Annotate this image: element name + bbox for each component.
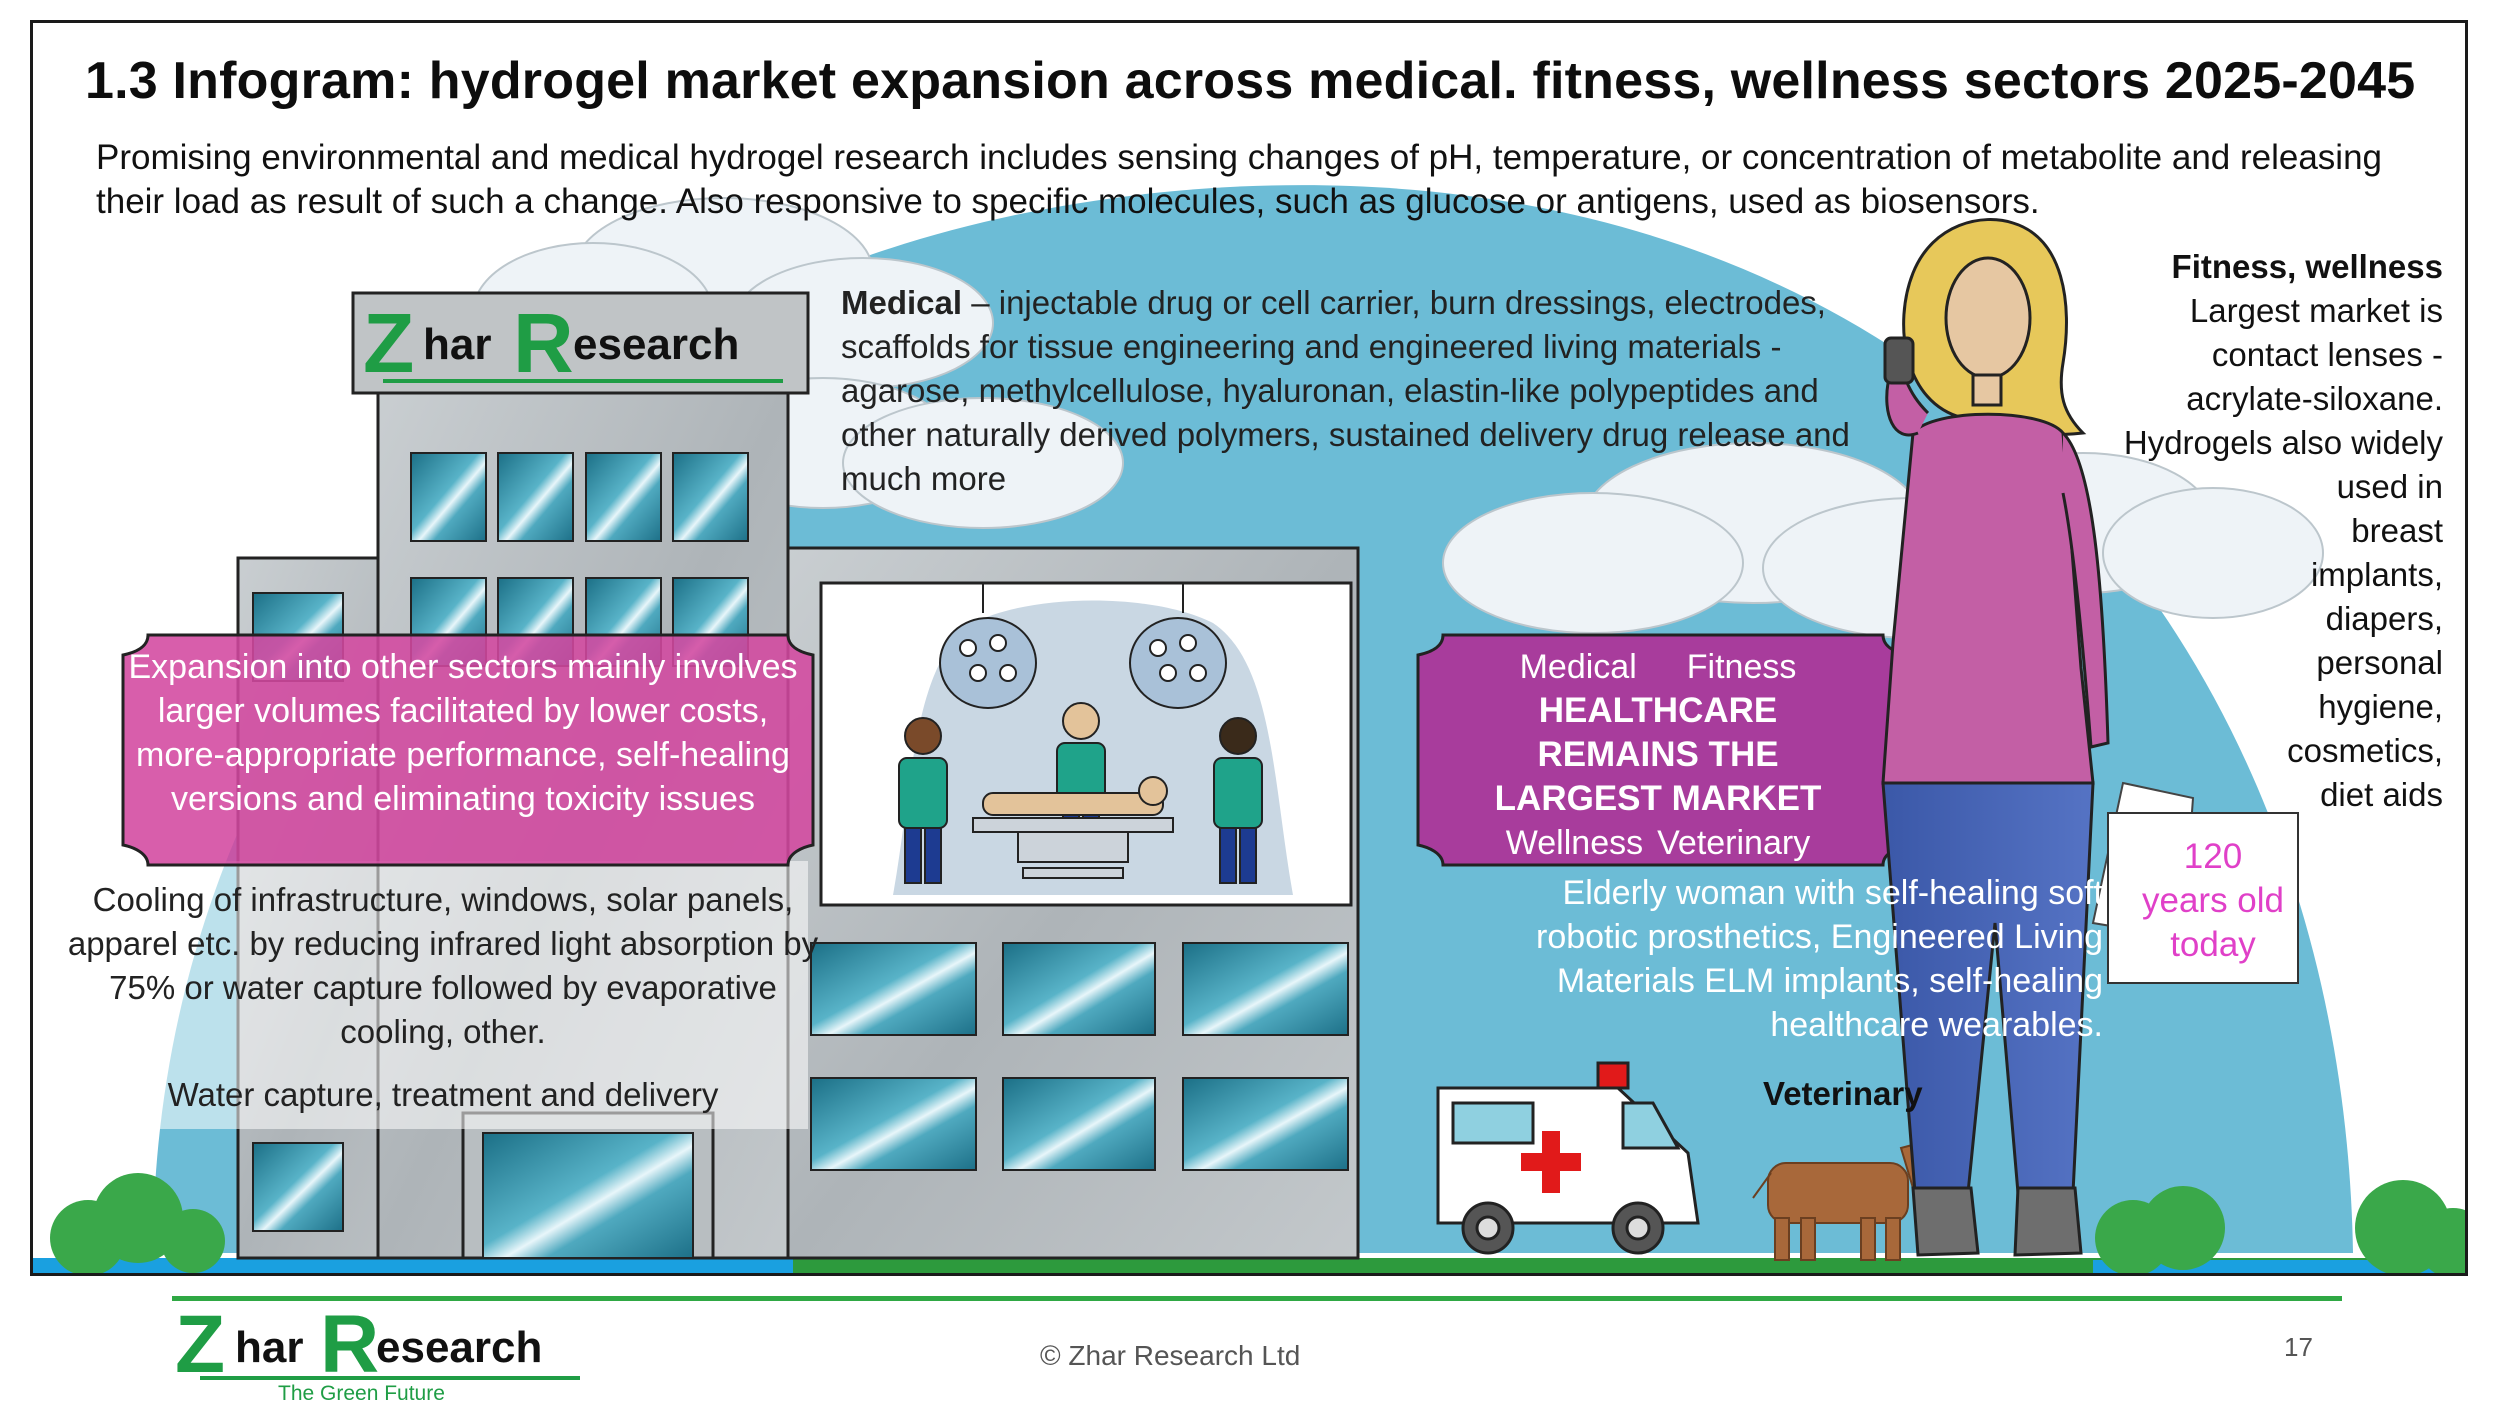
cooling-panel-bg [63, 861, 808, 1129]
footer-logo-esearch: esearch [376, 1323, 543, 1372]
footer-logo-r: R [320, 1299, 380, 1390]
logo-har: har [423, 320, 492, 369]
healthcare-bottom-row: Wellness Veterinary [1408, 821, 1908, 865]
page-subtitle: Promising environmental and medical hydr… [96, 138, 2383, 221]
age-line2: years old [2141, 881, 2285, 920]
door-glass [482, 1132, 694, 1259]
healthcare-line3: LARGEST MARKET [1494, 779, 1822, 818]
expansion-text: Expansion into other sectors mainly invo… [128, 648, 798, 818]
elderly-woman-text: Elderly woman with self-healing soft rob… [1536, 874, 2103, 1044]
slide: Z har R esearch 1.3 Infogram: hydrogel m… [30, 20, 2468, 1276]
age-note: 120 years old today [2123, 835, 2303, 967]
veterinary-label: Veterinary [1763, 1075, 1923, 1112]
bush-left [50, 1173, 225, 1273]
healthcare-box: Medical Fitness HEALTHCARE REMAINS THE LA… [1408, 645, 1908, 865]
fitness-heading: Fitness, wellness [2171, 248, 2443, 285]
footer-tagline: The Green Future [278, 1382, 445, 1405]
surgeon-left [898, 717, 948, 884]
expansion-panel [121, 633, 815, 867]
fitness-line: hygiene, [2318, 688, 2443, 725]
healthcare-line1: HEALTHCARE [1538, 691, 1778, 730]
healthcare-line2: REMAINS THE [1537, 735, 1779, 774]
building-sign [351, 291, 810, 395]
medical-label: Medical [841, 284, 963, 321]
fitness-line: acrylate-siloxane. [2186, 380, 2443, 417]
page-number: 17 [2284, 1332, 2313, 1362]
fitness-line: used in [2336, 468, 2443, 505]
medical-description: Medical – injectable drug or cell carrie… [841, 281, 1881, 501]
healthcare-top-row: Medical Fitness [1408, 645, 1908, 689]
age-line3: today [2170, 925, 2256, 964]
bush-right [2095, 1180, 2465, 1273]
footer-logo-har: har [235, 1323, 304, 1372]
surgical-lamp-left [939, 583, 1037, 709]
operating-table [972, 776, 1174, 879]
fitness-line: cosmetics, [2287, 732, 2443, 769]
footer-logo: Z har R esearch The Green Future [170, 1299, 590, 1405]
water-capture-text: Water capture, treatment and delivery [167, 1076, 719, 1113]
scene-illustration [33, 185, 2465, 1273]
healthcare-wellness: Wellness [1505, 824, 1644, 862]
medical-body: – injectable drug or cell carrier, burn … [841, 284, 1850, 497]
fitness-line: Hydrogels also widely [2123, 424, 2443, 461]
logo-z: Z [363, 296, 415, 390]
fitness-line: personal [2316, 644, 2443, 681]
logo-esearch: esearch [573, 320, 740, 369]
fitness-line: implants, [2310, 556, 2443, 593]
fitness-line: Largest market is [2189, 292, 2443, 329]
age-note-box [2107, 812, 2299, 984]
fitness-line: diet aids [2320, 776, 2443, 813]
footer-logo-underline [200, 1376, 580, 1380]
footer-logo-z: Z [175, 1299, 226, 1390]
windows-tall [410, 452, 749, 667]
healthcare-medical: Medical [1519, 648, 1637, 686]
woman-figure [1881, 218, 2110, 1257]
surgeon-right [1213, 717, 1263, 884]
healthcare-veterinary: Veterinary [1657, 824, 1811, 862]
footer-copyright: © Zhar Research Ltd [1040, 1340, 1301, 1371]
footer-divider [172, 1296, 2342, 1301]
fitness-wellness-description: Fitness, wellness Largest market is cont… [2048, 245, 2443, 817]
cooling-text: Cooling of infrastructure, windows, sola… [67, 881, 819, 1050]
windows-right [810, 942, 1349, 1171]
logo-underline [383, 379, 783, 383]
surgical-lamp-right [1129, 583, 1227, 709]
water-strip [33, 1258, 793, 1273]
age-line1: 120 [2183, 837, 2243, 876]
page-title: 1.3 Infogram: hydrogel market expansion … [85, 52, 2416, 110]
fitness-line: breast [2351, 512, 2443, 549]
fitness-line: contact lenses - [2211, 336, 2443, 373]
healthcare-fitness: Fitness [1686, 648, 1797, 686]
fitness-line: diapers, [2325, 600, 2443, 637]
building-logo: Z har R esearch [363, 293, 803, 393]
logo-r: R [513, 296, 574, 390]
ambulance [1436, 1061, 1700, 1255]
